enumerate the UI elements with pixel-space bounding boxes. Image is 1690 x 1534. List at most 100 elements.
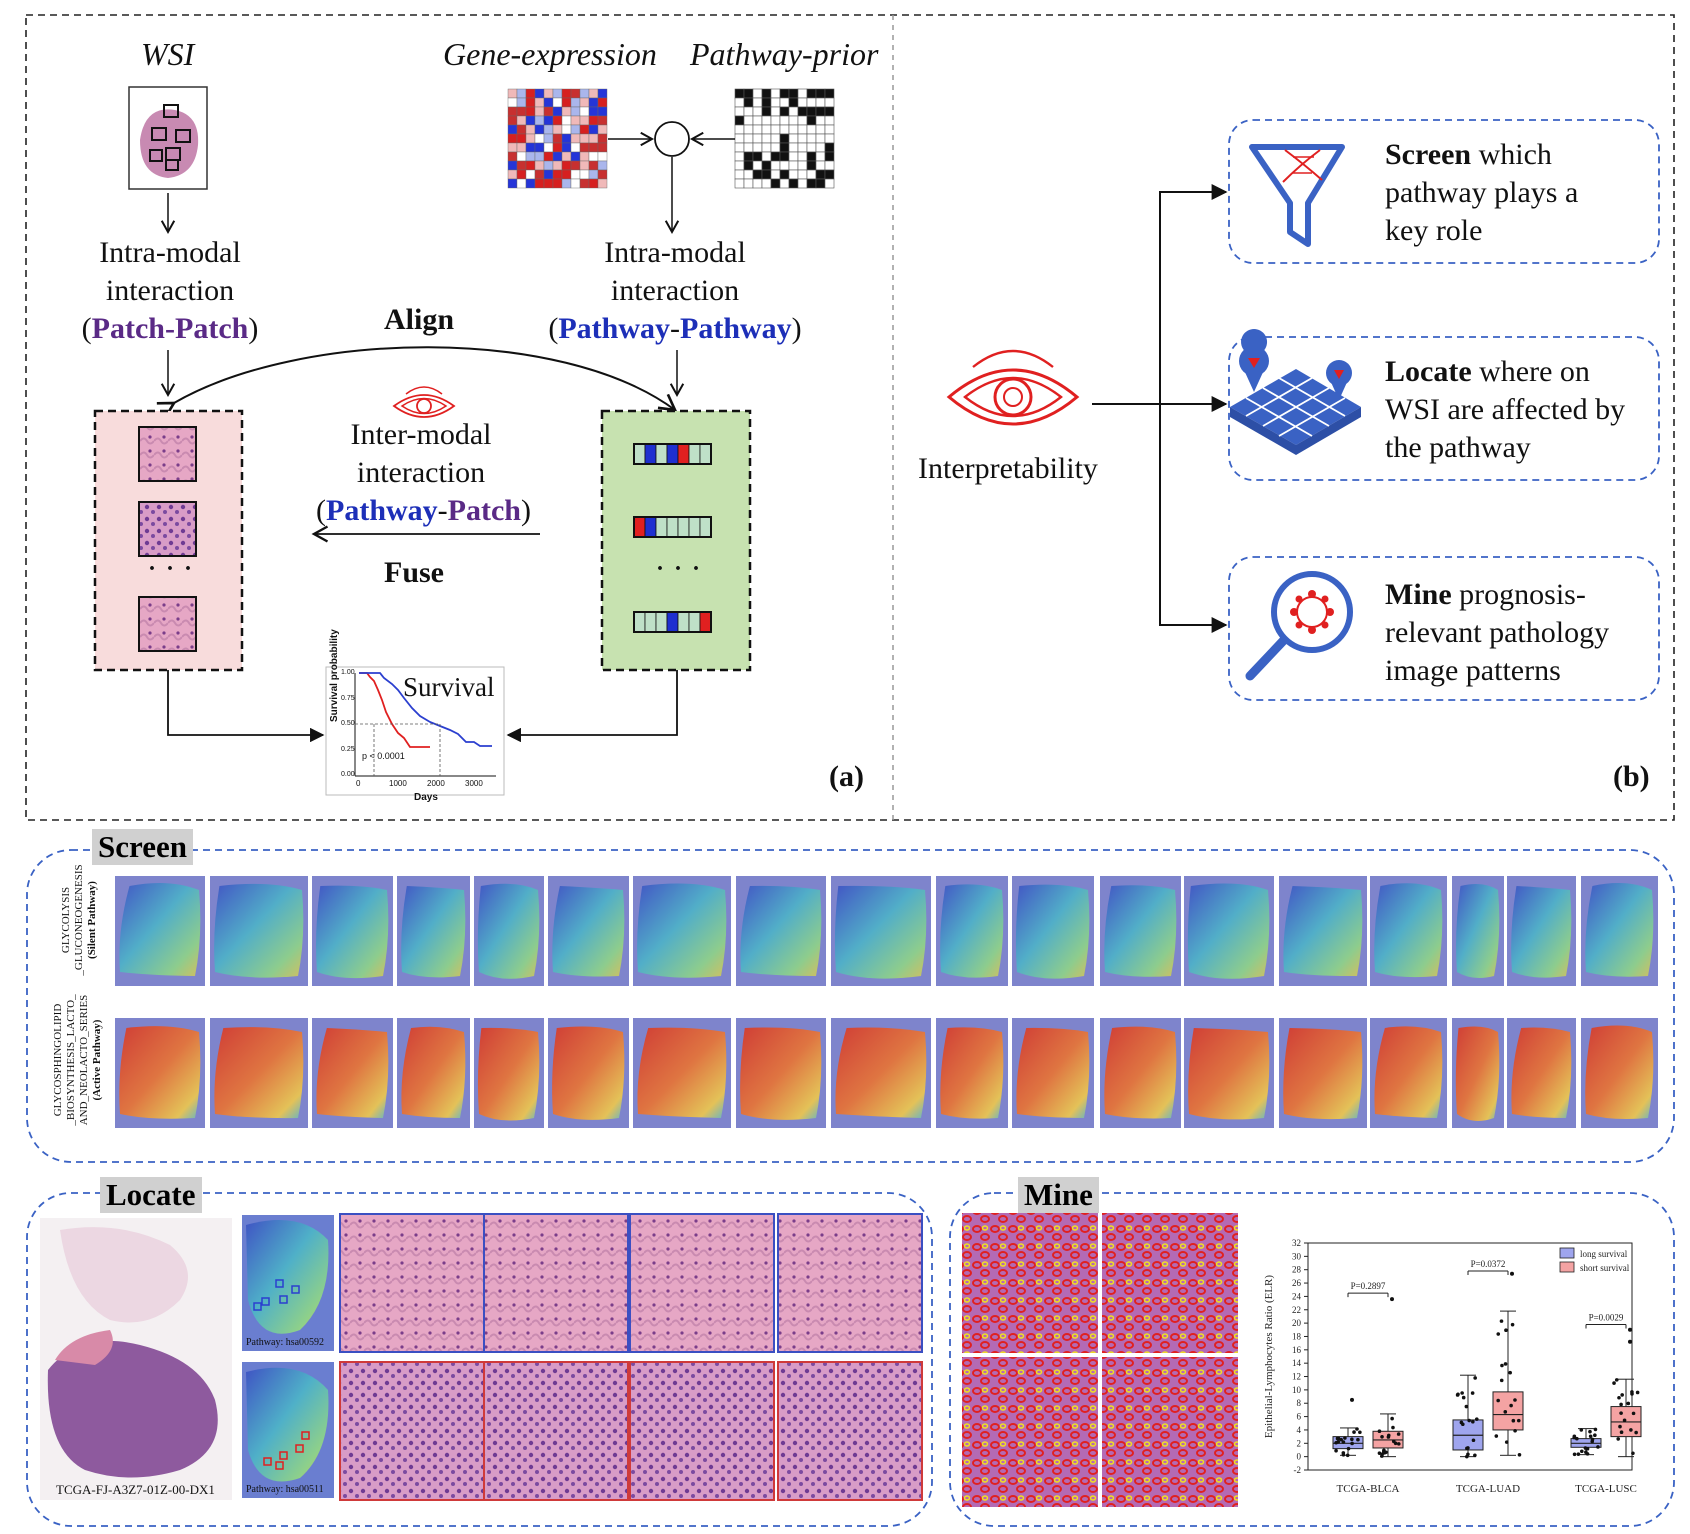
data-point: [1509, 1403, 1513, 1408]
pvalue-label: P=0.0372: [1471, 1259, 1506, 1269]
km-ytick-3: 0.75: [341, 695, 355, 702]
km-ytick-4: 1.00: [341, 669, 355, 676]
y-tick-label: -2: [1294, 1465, 1302, 1475]
data-point: [1500, 1363, 1504, 1368]
screen-tag: Screen: [92, 829, 193, 865]
data-point: [1575, 1436, 1579, 1441]
align-label: Align: [384, 303, 455, 336]
y-tick-label: 28: [1292, 1265, 1302, 1275]
data-point: [1391, 1439, 1396, 1444]
pathway-prior-matrix: [734, 88, 835, 189]
data-point: [1350, 1441, 1354, 1446]
data-point: [1335, 1436, 1340, 1441]
right-intra-text: Intra-modal interaction (Pathway-Pathway…: [546, 234, 804, 348]
y-tick-label: 0: [1297, 1452, 1302, 1462]
data-point: [1593, 1433, 1597, 1438]
gene-expression-matrix: [507, 88, 608, 189]
inter-modal-text: Inter-modal interaction (Pathway-Patch): [316, 416, 531, 530]
data-point: [1517, 1452, 1522, 1457]
eye-icon-large: [946, 349, 1080, 426]
right-intra-line2: interaction: [610, 274, 740, 307]
right-intra-line3: (Pathway-Pathway): [548, 312, 802, 345]
data-point: [1334, 1448, 1338, 1453]
data-point: [1352, 1430, 1356, 1434]
data-point: [1465, 1446, 1469, 1451]
data-point: [1619, 1430, 1624, 1434]
outlier-point: [1510, 1271, 1514, 1276]
data-point: [1511, 1418, 1516, 1423]
data-point: [1619, 1402, 1623, 1407]
patch-1: [138, 426, 197, 482]
data-point: [1341, 1440, 1346, 1444]
outlier-point: [1350, 1397, 1354, 1402]
km-pvalue: p < 0.0001: [362, 751, 405, 761]
pathway-prior-label: Pathway-prior: [690, 36, 879, 72]
data-point: [1630, 1390, 1634, 1394]
locate-pathway-bottom: Pathway: hsa00511: [246, 1484, 324, 1495]
data-point: [1356, 1437, 1360, 1442]
data-point: [1346, 1446, 1351, 1451]
data-point: [1334, 1440, 1338, 1445]
inter-line1: Inter-modal: [350, 418, 492, 451]
data-point: [1377, 1429, 1382, 1433]
y-tick-label: 26: [1292, 1278, 1302, 1288]
data-point: [1473, 1376, 1477, 1380]
mine-tag: Mine: [1018, 1177, 1099, 1213]
data-point: [1343, 1436, 1347, 1440]
data-point: [1499, 1378, 1504, 1383]
data-point: [1580, 1449, 1584, 1454]
panel-a-tag: (a): [829, 760, 864, 793]
data-point: [1503, 1362, 1508, 1366]
data-point: [1471, 1438, 1476, 1443]
data-point: [1513, 1428, 1517, 1433]
data-point: [1471, 1419, 1475, 1424]
y-tick-label: 20: [1292, 1318, 1302, 1328]
right-intra-line1: Intra-modal: [604, 236, 746, 269]
data-point: [1496, 1398, 1500, 1403]
y-tick-label: 8: [1297, 1398, 1302, 1408]
eye-icon-small: [392, 386, 456, 418]
data-point: [1508, 1370, 1512, 1375]
mine-desc: Mine prognosis- relevant pathology image…: [1385, 578, 1610, 687]
km-ytick-0: 0.00: [341, 771, 355, 778]
locate-slide-id: TCGA-FJ-A3Z7-01Z-00-DX1: [56, 1482, 215, 1497]
data-point: [1391, 1425, 1395, 1430]
y-tick-label: 10: [1292, 1385, 1302, 1395]
data-point: [1496, 1332, 1501, 1336]
wsi-label: WSI: [141, 36, 195, 72]
data-point: [1513, 1398, 1517, 1402]
y-tick-label: 6: [1297, 1412, 1302, 1422]
data-point: [1588, 1429, 1592, 1434]
y-tick-label: 2: [1297, 1438, 1302, 1448]
data-point: [1386, 1435, 1391, 1439]
data-point: [1499, 1319, 1504, 1323]
mine-cell-images: [962, 1213, 1238, 1507]
data-point: [1612, 1381, 1616, 1385]
data-point: [1572, 1452, 1577, 1457]
map-grid-icon: [1230, 329, 1361, 455]
data-point: [1593, 1427, 1598, 1432]
wsi-thumbnail: [128, 86, 208, 190]
data-point: [1494, 1434, 1499, 1438]
outlier-point: [1390, 1297, 1394, 1302]
data-point: [1466, 1452, 1470, 1457]
data-point: [1576, 1452, 1581, 1456]
left-intra-line2: interaction: [105, 274, 235, 307]
data-point: [1596, 1445, 1600, 1449]
data-point: [1464, 1404, 1469, 1409]
pathway-vectors: [633, 443, 712, 633]
km-ytick-2: 0.50: [341, 720, 355, 727]
screen-section-border: [26, 849, 1675, 1163]
category-label: TCGA-LUAD: [1456, 1483, 1520, 1495]
data-point: [1504, 1440, 1509, 1444]
data-point: [1583, 1446, 1588, 1450]
inter-line3: (Pathway-Patch): [316, 494, 531, 527]
active-row-label: GLYCOSPHINGOLIPID _BIOSYNTHESIS_LACTO_ A…: [52, 994, 103, 1126]
funnel-dna-icon: [1249, 144, 1345, 247]
y-axis-label: Epithelial-Lymphocytes Ratio (ELR): [1263, 1275, 1275, 1438]
data-point: [1384, 1450, 1388, 1455]
patch-3: [138, 596, 197, 652]
data-point: [1631, 1411, 1636, 1416]
data-point: [1635, 1390, 1640, 1395]
